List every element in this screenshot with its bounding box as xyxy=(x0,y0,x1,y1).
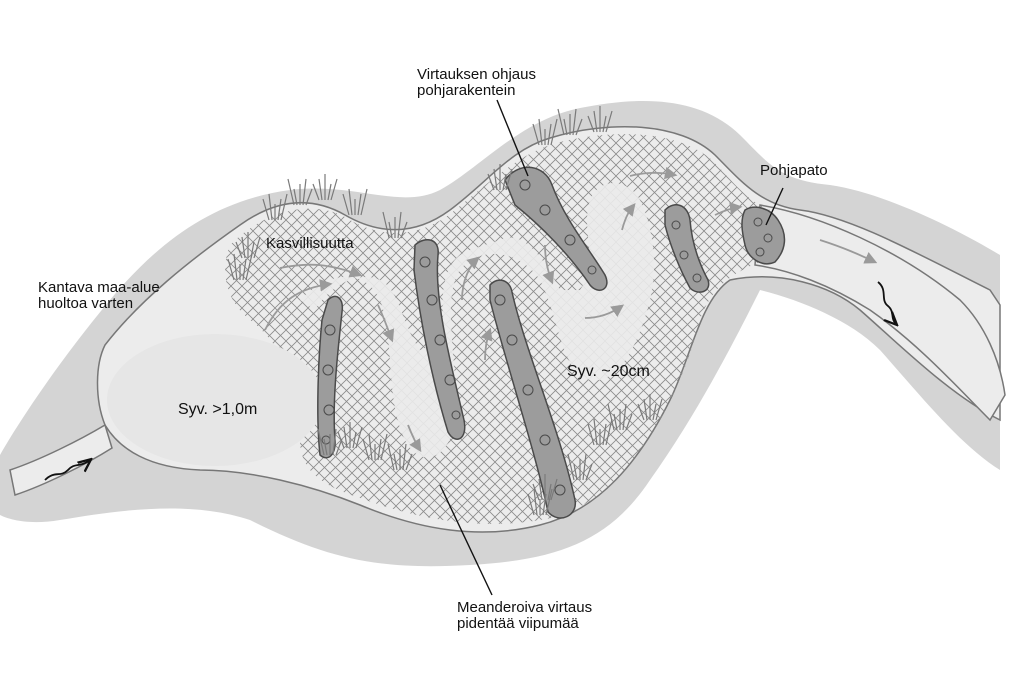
reed-clump xyxy=(317,428,343,456)
reed-clump xyxy=(557,108,583,136)
reed-clump xyxy=(382,211,408,239)
flow-arrow-10 xyxy=(629,166,678,180)
flow-arrow-1 xyxy=(264,279,333,331)
outlet-channel xyxy=(754,204,1006,422)
label-maintenance-area: Kantava maa-alue huoltoa varten xyxy=(38,280,160,312)
label-flow-guidance: Virtauksen ohjaus pohjarakentein xyxy=(417,67,536,99)
flow-arrow-7 xyxy=(542,244,555,285)
label-flow-guidance-line-2: pohjarakentein xyxy=(417,81,516,99)
flow-arrows xyxy=(264,166,878,453)
reed-clump xyxy=(527,488,553,516)
leader-meander xyxy=(439,484,493,596)
label-bottom-dam: Pohjapato xyxy=(760,162,828,179)
stone-barrier-5 xyxy=(664,204,710,293)
reed-clump xyxy=(607,403,633,431)
reed-clump xyxy=(587,106,613,133)
leader-lines xyxy=(439,99,784,596)
flow-arrow-3 xyxy=(377,304,395,343)
label-deep-zone: Syv. >1,0m xyxy=(178,401,258,418)
label-maintenance-area-line-2: huoltoa varten xyxy=(38,294,134,312)
flow-arrow-5 xyxy=(461,256,480,301)
label-meander-line-1: Meanderoiva virtaus xyxy=(457,599,593,616)
label-meander-line-2: pidentää viipumää xyxy=(457,614,579,632)
label-shallow-zone: Syv. ~20cm xyxy=(567,363,650,380)
flow-arrow-9 xyxy=(621,203,636,231)
reed-clump xyxy=(287,178,313,206)
stone-barrier-2 xyxy=(413,238,466,440)
inlet-channel xyxy=(9,423,113,496)
leader-flow-guidance xyxy=(496,99,529,177)
label-vegetation: Kasvillisuutta xyxy=(266,235,354,252)
flow-arrow-8 xyxy=(584,304,625,319)
label-meander: Meanderoiva virtaus pidentää viipumää xyxy=(457,600,592,632)
stone-barrier-3 xyxy=(489,279,576,519)
flow-arrow-6 xyxy=(480,327,493,361)
reed-clump xyxy=(342,188,368,216)
flow-arrow-12 xyxy=(819,239,878,264)
reed-clump xyxy=(362,433,388,461)
reed-clump xyxy=(262,193,288,221)
inlet-flow-arrow xyxy=(44,460,90,481)
flow-arrow-2 xyxy=(279,263,363,278)
reed-clump xyxy=(532,118,558,146)
bottom-dam-stones xyxy=(741,206,786,265)
meander-flow-band xyxy=(300,183,655,458)
reed-clump xyxy=(312,174,338,201)
reed-clump xyxy=(487,164,513,191)
stone-barriers xyxy=(317,166,786,519)
stone-barrier-4 xyxy=(504,166,608,291)
deep-pool xyxy=(107,334,323,466)
reed-vegetation xyxy=(227,106,663,516)
label-flow-guidance-line-1: Virtauksen ohjaus xyxy=(417,66,536,83)
reed-clump xyxy=(387,443,413,471)
reed-clump xyxy=(567,453,593,481)
reed-clump xyxy=(337,422,363,449)
flow-arrow-4 xyxy=(407,424,422,453)
reed-clump xyxy=(637,394,663,421)
flow-arrow-11 xyxy=(714,202,743,216)
label-maintenance-area-line-1: Kantava maa-alue xyxy=(38,279,160,296)
outlet-flow-arrow xyxy=(877,281,896,324)
leader-bottom-dam xyxy=(765,187,784,226)
reed-clump xyxy=(227,253,253,281)
